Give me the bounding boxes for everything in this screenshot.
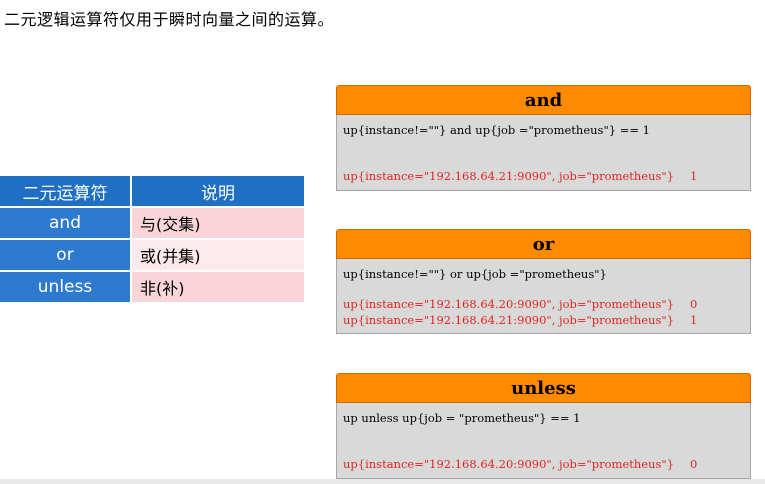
table-header-operator: 二元运算符 — [0, 176, 132, 208]
panel-body: up unless up{job = "prometheus"} == 1 up… — [336, 403, 751, 479]
result-line: up{instance="192.168.64.20:9090", job="p… — [343, 457, 697, 471]
result-series: up{instance="192.168.64.21:9090", job="p… — [343, 169, 675, 183]
operator-table: 二元运算符 说明 and 与(交集) or 或(并集) unless 非(补) — [0, 176, 304, 304]
description-cell: 与(交集) — [132, 208, 304, 240]
and-example-panel: and up{instance!=""} and up{job ="promet… — [336, 85, 751, 191]
description-cell: 或(并集) — [132, 240, 304, 272]
unless-example-panel: unless up unless up{job = "prometheus"} … — [336, 373, 751, 479]
query-text: up unless up{job = "prometheus"} == 1 — [343, 411, 581, 425]
description-cell: 非(补) — [132, 272, 304, 304]
panel-title: unless — [336, 373, 751, 403]
result-value: 0 — [690, 457, 698, 471]
panel-body: up{instance!=""} and up{job ="prometheus… — [336, 115, 751, 191]
slide-title: 二元逻辑运算符仅用于瞬时向量之间的运算。 — [4, 10, 335, 29]
panel-title: or — [336, 229, 751, 259]
panel-body: up{instance!=""} or up{job ="prometheus"… — [336, 259, 751, 334]
result-series: up{instance="192.168.64.20:9090", job="p… — [343, 297, 675, 311]
result-line: up{instance="192.168.64.20:9090", job="p… — [343, 297, 697, 311]
table-header-row: 二元运算符 说明 — [0, 176, 304, 208]
bottom-divider — [0, 479, 765, 484]
table-row: and 与(交集) — [0, 208, 304, 240]
query-text: up{instance!=""} and up{job ="prometheus… — [343, 123, 650, 137]
table-row: or 或(并集) — [0, 240, 304, 272]
result-line: up{instance="192.168.64.21:9090", job="p… — [343, 313, 697, 327]
or-example-panel: or up{instance!=""} or up{job ="promethe… — [336, 229, 751, 334]
operator-cell: and — [0, 208, 132, 240]
result-value: 0 — [690, 297, 698, 311]
operator-cell: or — [0, 240, 132, 272]
result-line: up{instance="192.168.64.21:9090", job="p… — [343, 169, 697, 183]
table-header-description: 说明 — [132, 176, 304, 208]
operator-cell: unless — [0, 272, 132, 304]
result-value: 1 — [690, 169, 698, 183]
result-series: up{instance="192.168.64.21:9090", job="p… — [343, 313, 675, 327]
panel-title: and — [336, 85, 751, 115]
result-series: up{instance="192.168.64.20:9090", job="p… — [343, 457, 675, 471]
result-value: 1 — [690, 313, 698, 327]
query-text: up{instance!=""} or up{job ="prometheus"… — [343, 267, 607, 281]
table-row: unless 非(补) — [0, 272, 304, 304]
